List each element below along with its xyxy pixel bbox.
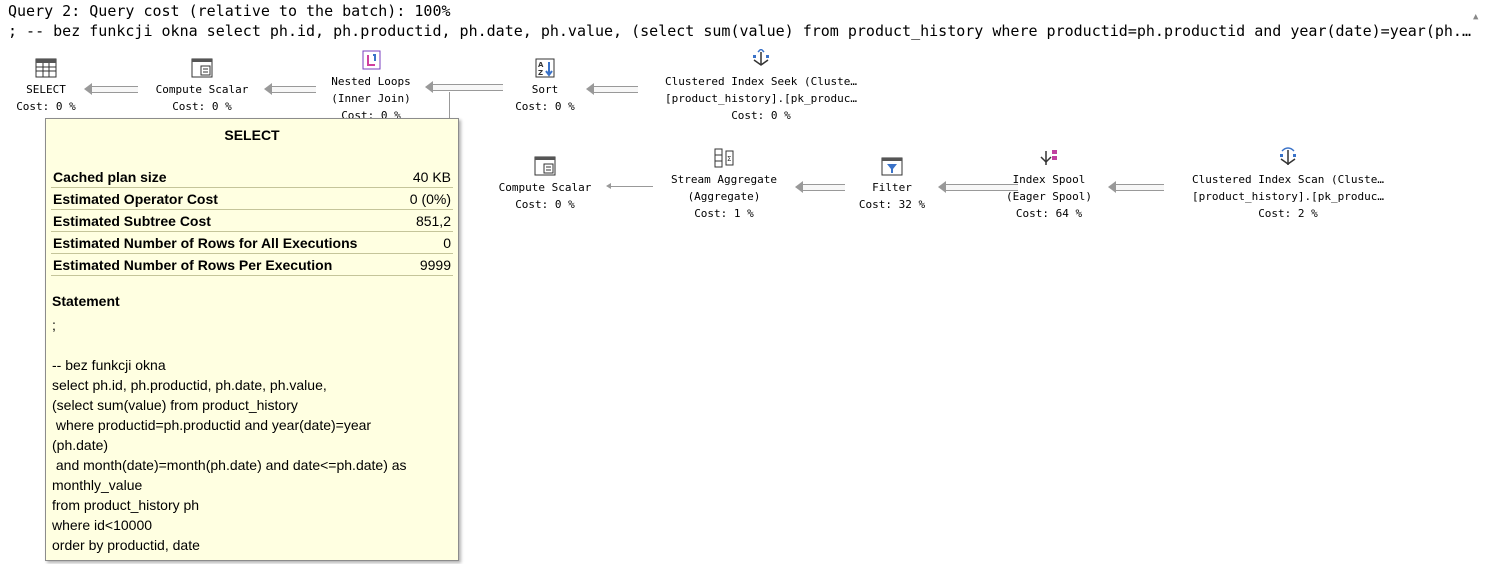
plan-node-clustered-index-scan[interactable]: Clustered Index Scan (Cluste… [product_h…	[1165, 147, 1411, 222]
plan-node-nested-loops[interactable]: Nested Loops (Inner Join) Cost: 0 %	[316, 49, 426, 124]
node-cost: Cost: 1 %	[694, 207, 754, 220]
property-label: Estimated Subtree Cost	[51, 209, 402, 232]
plan-node-index-spool[interactable]: Index Spool (Eager Spool) Cost: 64 %	[994, 147, 1104, 222]
node-sub: (Aggregate)	[687, 190, 761, 203]
plan-arrow	[84, 83, 138, 95]
node-cost: Cost: 0 %	[16, 100, 76, 113]
tooltip-row: Estimated Number of Rows Per Execution 9…	[51, 253, 453, 276]
clustered-index-seek-icon	[753, 49, 769, 66]
property-value: 851,2	[401, 209, 453, 232]
node-name: Clustered Index Seek (Cluste…	[664, 75, 858, 88]
node-name: Compute Scalar	[498, 181, 592, 194]
node-cost: Cost: 0 %	[515, 198, 575, 211]
node-name: Clustered Index Scan (Cluste…	[1191, 173, 1385, 186]
compute-scalar-icon	[191, 58, 213, 78]
query-text-line: ; -- bez funkcji okna select ph.id, ph.p…	[8, 22, 1474, 40]
node-sub: (Inner Join)	[331, 92, 411, 105]
node-name: Sort	[531, 83, 559, 96]
svg-text:Z: Z	[538, 69, 543, 77]
node-cost: Cost: 0 %	[731, 109, 791, 122]
compute-scalar-icon	[534, 156, 556, 176]
tooltip-row: Cached plan size 40 KB	[51, 166, 453, 188]
node-name: Index Spool	[1012, 173, 1086, 186]
plan-arrow	[425, 81, 503, 93]
tooltip-row: Estimated Number of Rows for All Executi…	[51, 231, 453, 254]
node-cost: Cost: 64 %	[1015, 207, 1083, 220]
plan-arrow	[586, 83, 638, 95]
plan-node-filter[interactable]: Filter Cost: 32 %	[846, 155, 938, 213]
property-label: Estimated Number of Rows for All Executi…	[51, 231, 402, 254]
filter-icon	[881, 157, 903, 176]
plan-connector	[449, 92, 450, 118]
statement-heading: Statement	[52, 293, 120, 309]
plan-node-compute-scalar[interactable]: Compute Scalar Cost: 0 %	[142, 57, 262, 115]
property-value: 0 (0%)	[401, 187, 453, 210]
plan-arrow	[606, 183, 653, 189]
node-cost: Cost: 2 %	[1258, 207, 1318, 220]
node-sub: [product_history].[pk_produc…	[664, 92, 858, 105]
property-value: 40 KB	[401, 166, 453, 188]
property-label: Estimated Operator Cost	[51, 187, 402, 210]
plan-arrow	[938, 181, 1018, 193]
plan-node-stream-aggregate[interactable]: Σ Stream Aggregate (Aggregate) Cost: 1 %	[655, 147, 793, 222]
plan-node-compute-scalar-2[interactable]: Compute Scalar Cost: 0 %	[484, 155, 606, 213]
property-label: Cached plan size	[51, 166, 402, 188]
plan-node-select[interactable]: SELECT Cost: 0 %	[6, 57, 86, 115]
plan-arrow	[264, 83, 316, 95]
node-name: Filter	[872, 181, 912, 194]
tooltip-row: Estimated Subtree Cost 851,2	[51, 209, 453, 232]
node-name: Nested Loops	[331, 75, 411, 88]
property-label: Estimated Number of Rows Per Execution	[51, 253, 402, 276]
node-cost: Cost: 32 %	[858, 198, 926, 211]
svg-text:Σ: Σ	[727, 155, 731, 163]
plan-node-clustered-index-seek[interactable]: Clustered Index Seek (Cluste… [product_h…	[638, 49, 884, 124]
node-name: Compute Scalar	[155, 83, 249, 96]
plan-arrow	[1108, 181, 1164, 193]
select-icon	[35, 58, 57, 78]
node-sub: [product_history].[pk_produc…	[1191, 190, 1385, 203]
query-cost-header: Query 2: Query cost (relative to the bat…	[8, 2, 451, 20]
clustered-index-scan-icon	[1280, 147, 1296, 165]
tooltip-row: Estimated Operator Cost 0 (0%)	[51, 187, 453, 210]
node-cost: Cost: 0 %	[515, 100, 575, 113]
node-name: SELECT	[26, 83, 66, 96]
node-sub: (Eager Spool)	[1005, 190, 1093, 203]
node-cost: Cost: 0 %	[172, 100, 232, 113]
tooltip-properties: Cached plan size 40 KB Estimated Operato…	[51, 166, 453, 276]
operator-tooltip: SELECT Cached plan size 40 KB Estimated …	[45, 118, 459, 561]
property-value: 0	[401, 231, 453, 254]
property-value: 9999	[401, 253, 453, 276]
plan-node-sort[interactable]: A Z Sort Cost: 0 %	[505, 57, 585, 115]
index-spool-icon	[1040, 150, 1057, 165]
tooltip-title: SELECT	[224, 127, 280, 143]
nested-loops-icon	[362, 50, 381, 70]
statement-text: ; -- bez funkcji okna select ph.id, ph.p…	[52, 317, 407, 553]
node-name: Stream Aggregate	[671, 173, 777, 186]
scroll-up-icon[interactable]: ▲	[1473, 12, 1479, 22]
svg-text:A: A	[538, 61, 544, 69]
plan-arrow	[795, 181, 845, 193]
stream-aggregate-icon: Σ	[714, 148, 734, 168]
sort-icon: A Z	[535, 58, 555, 78]
